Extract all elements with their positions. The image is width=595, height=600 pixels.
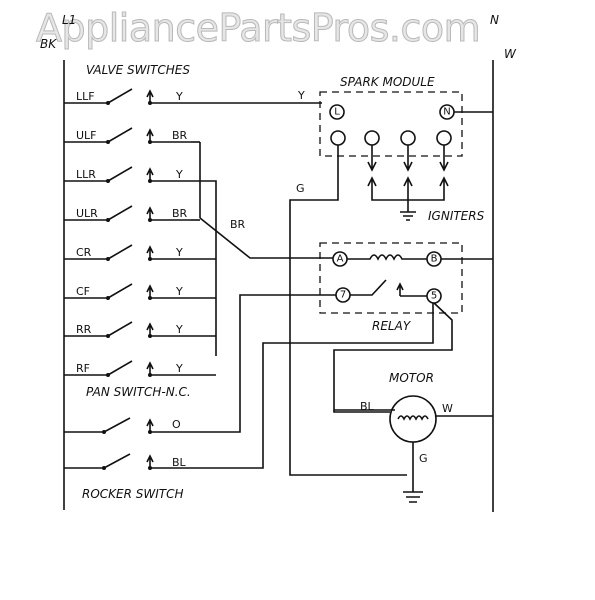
module-terminal-g — [330, 130, 346, 146]
relay-terminal-7-label: 7 — [340, 290, 346, 301]
valve-switch-cf: CF Y — [64, 283, 216, 300]
igniters — [367, 145, 449, 221]
valve-switch-label: LLF — [76, 90, 95, 103]
motor-title: MOTOR — [389, 371, 434, 385]
igniter-terminal-1 — [364, 130, 380, 146]
valve-switch-wire-color: Y — [175, 323, 183, 336]
valve-switches-title: VALVE SWITCHES — [86, 63, 190, 77]
igniter-ground-icon — [400, 200, 416, 221]
igniters-title: IGNITERS — [428, 209, 485, 223]
valve-switch-wire-color: Y — [175, 285, 183, 298]
y-bus — [191, 180, 217, 356]
watermark: AppliancePartsPros.com — [35, 6, 481, 51]
valve-switch-wire-color: Y — [175, 246, 183, 259]
igniter-terminal-3 — [436, 130, 452, 146]
valve-switch-group: LLF Y ULF BR LLR Y ULR BR CR Y CF Y RR Y RF Y — [64, 88, 216, 377]
wire-g-ground — [289, 145, 407, 476]
valve-switch-llr: LLR Y — [64, 166, 191, 183]
wire-br-label: BR — [230, 218, 246, 231]
wire-pan-to-relay — [191, 294, 336, 433]
valve-switch-rf: RF Y — [64, 360, 216, 377]
module-terminal-l — [329, 104, 345, 120]
wire-relay-to-motor — [333, 302, 453, 411]
rocker-switch — [64, 453, 191, 470]
pan-switch-title: PAN SWITCH-N.C. — [86, 385, 191, 399]
valve-switch-ulf: ULF BR — [64, 127, 200, 144]
module-terminal-l-label: L — [334, 107, 340, 118]
module-terminal-n-label: N — [443, 107, 450, 118]
spark-module-box — [319, 91, 463, 157]
valve-switch-label: CR — [76, 246, 92, 259]
wire-br-to-relay — [199, 217, 333, 259]
valve-switch-wire-color: BR — [172, 129, 188, 142]
valve-switch-llf: LLF Y — [64, 88, 191, 105]
relay-coil — [347, 254, 427, 261]
valve-switch-rr: RR Y — [64, 321, 216, 338]
wire-g-label: G — [296, 182, 305, 195]
bk-label: BK — [40, 37, 57, 51]
w-label: W — [504, 47, 517, 61]
valve-switch-wire-color: Y — [175, 362, 183, 375]
wire-g-motor-label: G — [419, 452, 428, 465]
valve-switch-label: RF — [76, 362, 90, 375]
motor-symbol — [389, 395, 437, 443]
wire-bl-label: BL — [360, 400, 375, 413]
wire-rocker-to-relay — [191, 303, 434, 469]
wire-y-label: Y — [297, 89, 305, 102]
valve-switch-label: RR — [76, 323, 92, 336]
wire-motor-bl — [333, 410, 390, 413]
relay-title: RELAY — [372, 319, 412, 333]
motor-winding — [397, 415, 429, 421]
valve-switch-label: ULF — [76, 129, 97, 142]
valve-switch-wire-color: Y — [175, 168, 183, 181]
pan-switch-wire-label: O — [172, 418, 181, 431]
n-label: N — [490, 13, 499, 27]
valve-switch-wire-color: BR — [172, 207, 188, 220]
relay-contact — [350, 279, 427, 297]
rocker-switch-wire-label: BL — [172, 456, 187, 469]
wire-w-label: W — [442, 402, 453, 415]
relay-terminal-a-label: A — [337, 254, 344, 265]
valve-switch-ulr: ULR BR — [64, 205, 200, 222]
l1-label: L1 — [62, 13, 76, 27]
motor-ground-icon — [403, 442, 423, 503]
valve-switch-label: LLR — [76, 168, 96, 181]
rocker-switch-title: ROCKER SWITCH — [82, 487, 184, 501]
valve-switch-cr: CR Y — [64, 244, 216, 261]
pan-switch — [64, 417, 191, 434]
valve-switch-wire-color: Y — [175, 90, 183, 103]
relay-terminal-b-label: B — [431, 254, 438, 265]
spark-module-title: SPARK MODULE — [340, 75, 435, 89]
valve-switch-label: CF — [76, 285, 90, 298]
valve-switch-label: ULR — [76, 207, 98, 220]
relay-box — [319, 242, 463, 314]
igniter-terminal-2 — [400, 130, 416, 146]
relay-terminal-5-label: 5 — [431, 291, 437, 302]
